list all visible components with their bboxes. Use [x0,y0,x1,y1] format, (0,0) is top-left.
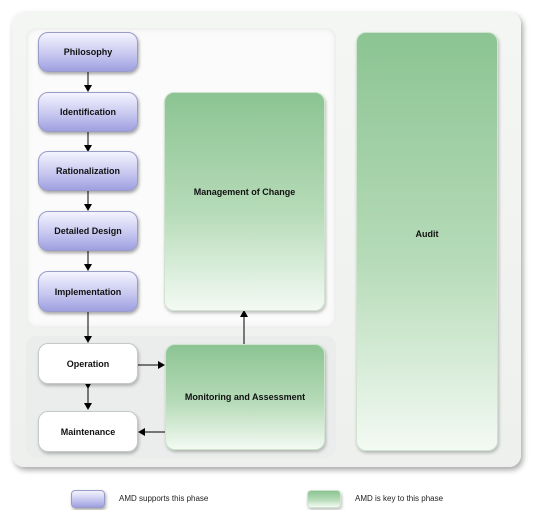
phase-identification-label: Identification [60,107,116,117]
phase-management-of-change-label: Management of Change [193,186,296,197]
phase-philosophy: Philosophy [38,32,138,72]
legend-key-label: AMD is key to this phase [355,494,444,503]
phase-monitoring-and-assessment-label: Monitoring and Assessment [184,392,306,402]
phase-maintenance: Maintenance [38,411,138,452]
phase-philosophy-label: Philosophy [63,47,113,57]
phase-rationalization: Rationalization [38,151,138,191]
phase-implementation-label: Implementation [54,286,122,297]
legend-key-swatch [307,490,341,508]
legend-supports-swatch [71,490,105,508]
phase-implementation: Implementation [38,271,138,312]
phase-monitoring-and-assessment: Monitoring and Assessment [165,344,325,450]
phase-audit-label: Audit [415,229,439,239]
phase-detailed-design: Detailed Design [38,211,138,251]
legend-supports-label: AMD supports this phase [119,494,209,503]
phase-rationalization-label: Rationalization [55,166,120,176]
phase-operation-label: Operation [66,358,110,369]
phase-maintenance-label: Maintenance [60,426,116,437]
phase-identification: Identification [38,92,138,132]
phase-detailed-design-label: Detailed Design [54,226,122,236]
phase-operation: Operation [38,343,138,384]
phase-management-of-change: Management of Change [164,92,325,311]
phase-audit: Audit [356,32,498,451]
